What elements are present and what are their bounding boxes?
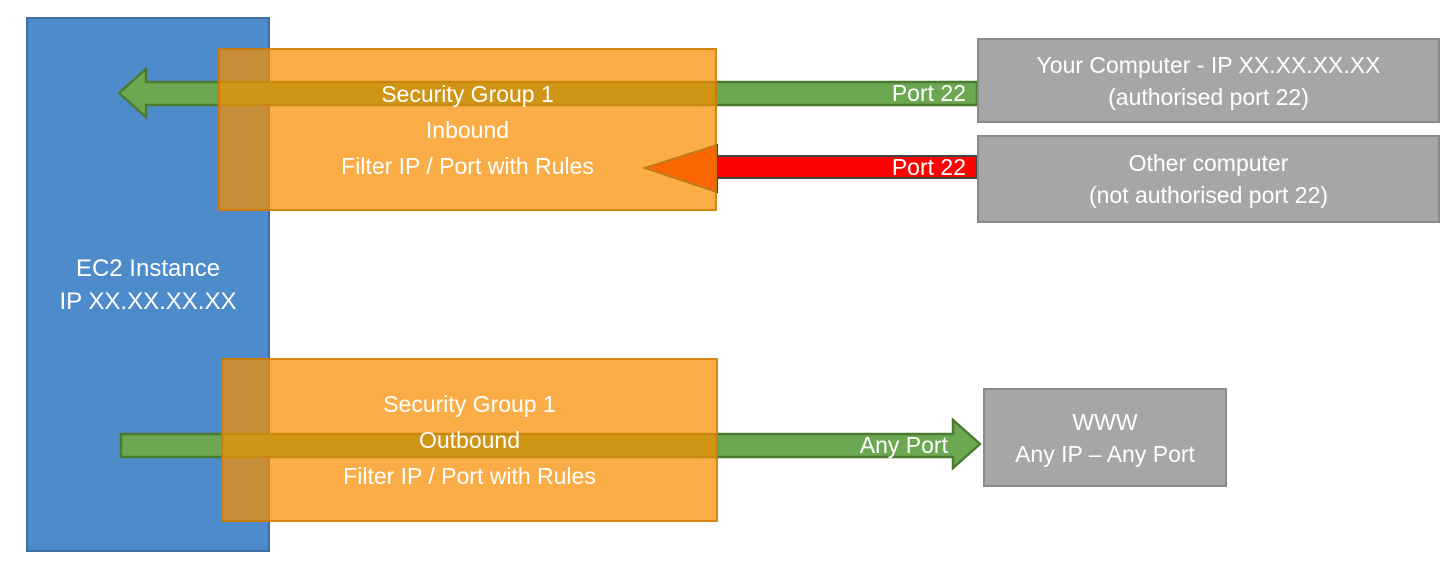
port-22-denied-label: Port 22: [891, 154, 966, 180]
www-subtitle: Any IP – Any Port: [1015, 440, 1195, 467]
any-port-label: Any Port: [859, 432, 948, 458]
other-computer-subtitle: (not authorised port 22): [1088, 182, 1329, 208]
sg-outbound-direction: Outbound: [418, 427, 521, 453]
security-group-outbound-box: Security Group 1 Outbound Filter IP / Po…: [221, 358, 718, 522]
sg-inbound-direction: Inbound: [425, 116, 510, 143]
other-computer-title: Other computer: [1128, 150, 1289, 176]
your-computer-title: Your Computer - IP XX.XX.XX.XX: [1036, 51, 1381, 78]
sg-outbound-title: Security Group 1: [383, 391, 556, 417]
other-computer-box: Other computer (not authorised port 22): [977, 135, 1440, 223]
sg-outbound-description: Filter IP / Port with Rules: [343, 463, 596, 489]
your-computer-box: Your Computer - IP XX.XX.XX.XX (authoris…: [977, 38, 1440, 123]
ec2-instance-ip: IP XX.XX.XX.XX: [59, 287, 237, 315]
www-box: WWW Any IP – Any Port: [983, 388, 1227, 487]
sg-inbound-description: Filter IP / Port with Rules: [341, 152, 594, 179]
security-group-inbound-box: Security Group 1 Inbound Filter IP / Por…: [218, 48, 717, 211]
www-title: WWW: [1072, 408, 1138, 435]
ec2-instance-name: EC2 Instance: [75, 254, 221, 282]
your-computer-subtitle: (authorised port 22): [1108, 83, 1309, 110]
sg-inbound-title: Security Group 1: [381, 80, 554, 107]
port-22-allowed-label: Port 22: [891, 80, 966, 106]
